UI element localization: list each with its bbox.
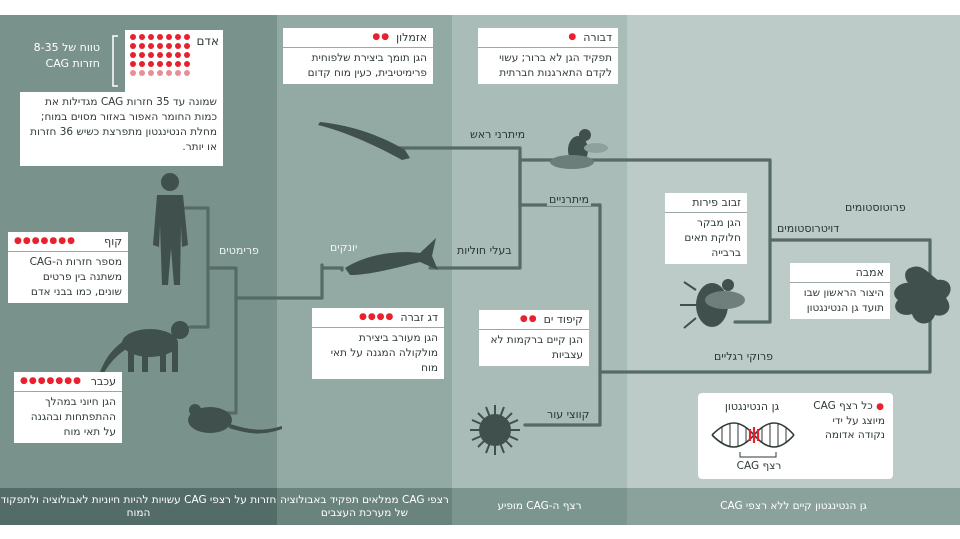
sea-urchin-text: הגן קיים ברקמות לא עצביות — [479, 329, 589, 366]
label-vertebrates: בעלי חוליות — [455, 244, 514, 257]
label-protostomes: פרוטוסטומים — [843, 201, 908, 214]
monkey-name: קוף — [104, 235, 122, 248]
human-text: שמונה עד 35 חזרות CAG מגדילות את כמות הח… — [30, 96, 217, 153]
bee-name: דבורה — [583, 31, 612, 44]
zebrafish-text: הגן מעורב ביצירת מולקולה המגנה על תאי מו… — [312, 327, 444, 379]
legend-note: כל רצף CAG מיוצג על ידי נקודה אדומה — [813, 400, 885, 441]
branch-bee-left — [518, 158, 562, 207]
lamprey-name: אזמלון — [396, 31, 427, 44]
monkey-cag-dots: ●●●●●●● — [14, 236, 76, 246]
zebrafish-box: דג זברה ●●●● הגן מעורב ביצירת מולקולה המ… — [312, 308, 444, 379]
sea-urchin-cag-dots: ●● — [519, 314, 538, 324]
human-name: אדם — [196, 34, 219, 48]
mouse-silhouette — [188, 404, 282, 434]
zebrafish-cag-dots: ●●●● — [358, 312, 395, 322]
amoeba-silhouette — [894, 266, 951, 324]
zebrafish-silhouette — [345, 238, 438, 275]
lamprey-cag-dots: ●● — [372, 32, 391, 42]
cag-range-note: טווח של 8-35 חזרות CAG — [33, 41, 100, 70]
sea-urchin-name: קיפוד ים — [543, 313, 583, 326]
amoeba-box: אמבה היצור הראשון שבו תועד גן הנטינגטון — [790, 263, 890, 319]
zebrafish-name: דג זברה — [400, 311, 438, 324]
branch-human-monkey — [183, 206, 210, 329]
bee-box: דבורה ● תפקיד הגן לא ברור; עשוי לקדם התא… — [478, 28, 618, 84]
amoeba-text: היצור הראשון שבו תועד גן הנטינגטון — [790, 282, 890, 319]
legend-cag-label: רצף CAG — [736, 460, 782, 472]
amoeba-name: אמבה — [855, 266, 884, 279]
branch-primates-mouse — [206, 266, 238, 415]
label-primates: פרימטים — [217, 244, 261, 257]
mouse-cag-dots: ●●●●●●● — [20, 376, 82, 386]
lamprey-silhouette — [318, 122, 410, 160]
bee-text: תפקיד הגן לא ברור; עשוי לקדם התארגנות חב… — [478, 47, 618, 84]
human-cag-dots — [129, 34, 190, 77]
legend-dot: ● — [876, 402, 885, 412]
animal-silhouettes — [100, 122, 951, 455]
mouse-text: הגן חיוני במהלך ההתפתחות ובהגנה על תאי מ… — [14, 391, 122, 443]
label-chordates: מיתרני ראש — [468, 128, 528, 141]
sea-urchin-silhouette — [470, 405, 520, 455]
branch-to-zebrafish-node — [320, 266, 344, 300]
caption-vertebrates: רצפי CAG ממלאים תפקיד באבולוציה של מערכת… — [277, 488, 452, 525]
mouse-name: עכבר — [90, 375, 116, 388]
label-mammals: יונקים — [328, 241, 360, 254]
dna-helix-icon — [711, 422, 795, 448]
fruitfly-name: זבוב פירות — [692, 196, 741, 209]
caption-no-cag: גן הנטינגטון קיים ללא רצפי CAG — [627, 488, 960, 525]
fruitfly-silhouette — [680, 279, 745, 329]
fruitfly-box: זבוב פירות הגן מבקר חלוקת תאים ברבייה — [665, 193, 747, 264]
human-dots-box: אדם — [125, 30, 223, 92]
legend-box: ● כל רצף CAG מיוצג על ידי נקודה אדומה גן… — [698, 393, 893, 479]
lamprey-text: הגן תומך ביצירת שלפוחית פרימיטיבית, כעין… — [283, 47, 433, 84]
caption-primates: חזרות על רצפי CAG עשויות להיות חיוניות ל… — [0, 488, 277, 525]
bee-silhouette — [550, 129, 608, 169]
label-bilaterians: מיתרניים — [547, 193, 591, 206]
human-silhouette — [153, 173, 188, 285]
human-info-box: שמונה עד 35 חזרות CAG מגדילות את כמות הח… — [20, 92, 223, 166]
band-cag-appears — [452, 15, 627, 525]
caption-cag-appears: רצף ה-CAG מופיע — [452, 488, 627, 525]
bee-cag-dots: ● — [568, 32, 578, 42]
label-echinoderms: קווצי עור — [545, 408, 592, 421]
branch-echinoderm — [523, 370, 602, 427]
lamprey-box: אזמלון ●● הגן תומך ביצירת שלפוחית פרימיט… — [283, 28, 433, 84]
range-bracket — [112, 35, 118, 87]
label-deuterostomes: דויטרוסטומים — [775, 222, 842, 235]
mouse-box: עכבר ●●●●●●● הגן חיוני במהלך ההתפתחות וב… — [14, 372, 122, 443]
label-arthropods: פרוקי רגליים — [712, 350, 776, 363]
fruitfly-text: הגן מבקר חלוקת תאים ברבייה — [665, 212, 747, 264]
monkey-text: מספר חזרות ה-CAG משתנה בין פרטים שונים, … — [8, 251, 128, 303]
branch-lamprey — [393, 146, 522, 270]
monkey-silhouette — [100, 321, 189, 373]
cag-bracket — [739, 452, 777, 458]
monkey-box: קוף ●●●●●●● מספר חזרות ה-CAG משתנה בין פ… — [8, 232, 128, 303]
sea-urchin-box: קיפוד ים ●● הגן קיים ברקמות לא עצביות — [479, 310, 589, 366]
legend-title: גן הנטינגטון — [724, 400, 780, 413]
